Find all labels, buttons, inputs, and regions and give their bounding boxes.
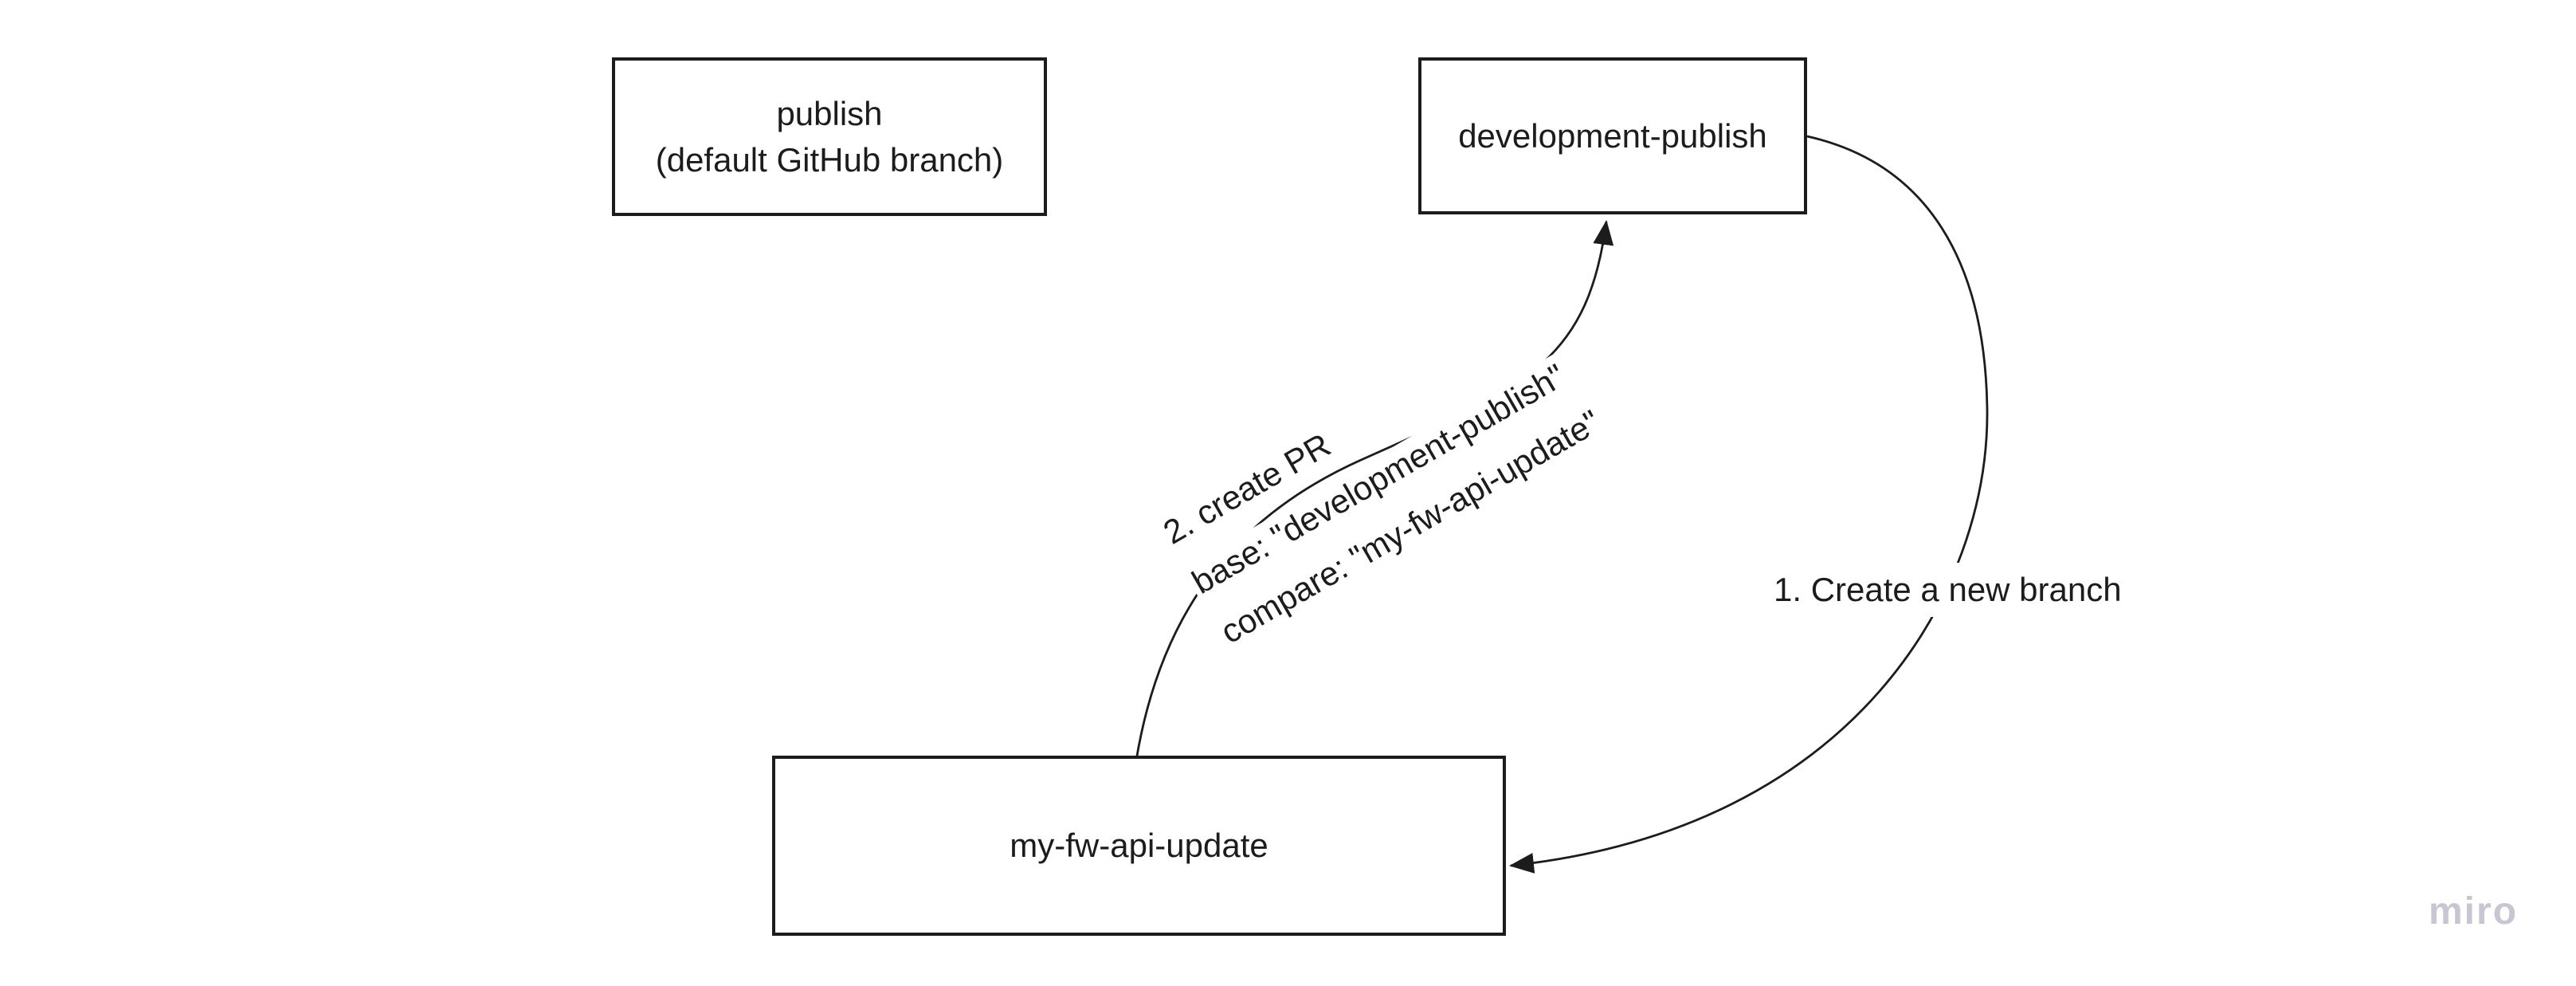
node-development-publish[interactable]: development-publish xyxy=(1418,57,1807,214)
node-development-publish-label: development-publish xyxy=(1458,116,1767,155)
connector-create-branch-label-text: 1. Create a new branch xyxy=(1774,571,2122,608)
node-publish-default-branch[interactable]: publish (default GitHub branch) xyxy=(612,57,1047,216)
node-publish-label-line2: (default GitHub branch) xyxy=(655,140,1004,179)
connector-create-branch-curve[interactable] xyxy=(1509,135,1989,874)
miro-watermark: miro xyxy=(2429,890,2519,933)
node-my-fw-api-update-label: my-fw-api-update xyxy=(1010,827,1268,864)
connector-create-branch-label[interactable]: 1. Create a new branch xyxy=(1769,563,2127,617)
node-publish-label-line1: publish xyxy=(776,94,883,132)
connector-create-pr-curve[interactable] xyxy=(1135,220,1614,761)
node-my-fw-api-update[interactable]: my-fw-api-update xyxy=(772,756,1506,936)
